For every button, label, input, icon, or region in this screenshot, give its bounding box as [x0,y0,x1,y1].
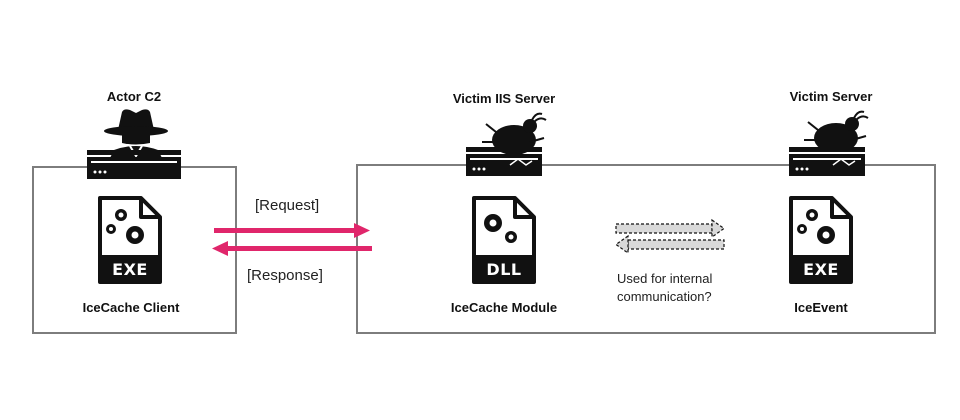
exe-file-icon: EXE [98,196,162,284]
victim-iis-server-title: Victim IIS Server [452,91,556,106]
request-label: [Request] [255,197,320,214]
actor-c2-title: Actor C2 [106,89,162,104]
request-response-arrows [212,223,372,256]
exe-file-label: EXE [112,260,148,279]
dll-file-icon: DLL [472,196,536,284]
response-label: [Response] [247,267,323,284]
iceevent-label: IceEvent [794,300,848,315]
internal-communication-note: Used for internal communication? [617,270,712,306]
exe-file-label: EXE [803,260,839,279]
icecache-module-label: IceCache Module [450,300,558,315]
server-rack-icon [466,147,542,176]
bug-icon [804,110,869,152]
exe-file-icon: EXE [789,196,853,284]
server-rack-icon [87,150,181,179]
victim-server-title: Victim Server [789,89,873,104]
server-rack-icon [789,147,865,176]
dll-file-label: DLL [486,260,521,279]
icecache-client-label: IceCache Client [82,300,180,315]
internal-note-line1: Used for internal [617,271,713,286]
bug-icon [482,112,547,154]
internal-communication-arrows [614,218,726,254]
internal-note-line2: communication? [617,289,712,304]
